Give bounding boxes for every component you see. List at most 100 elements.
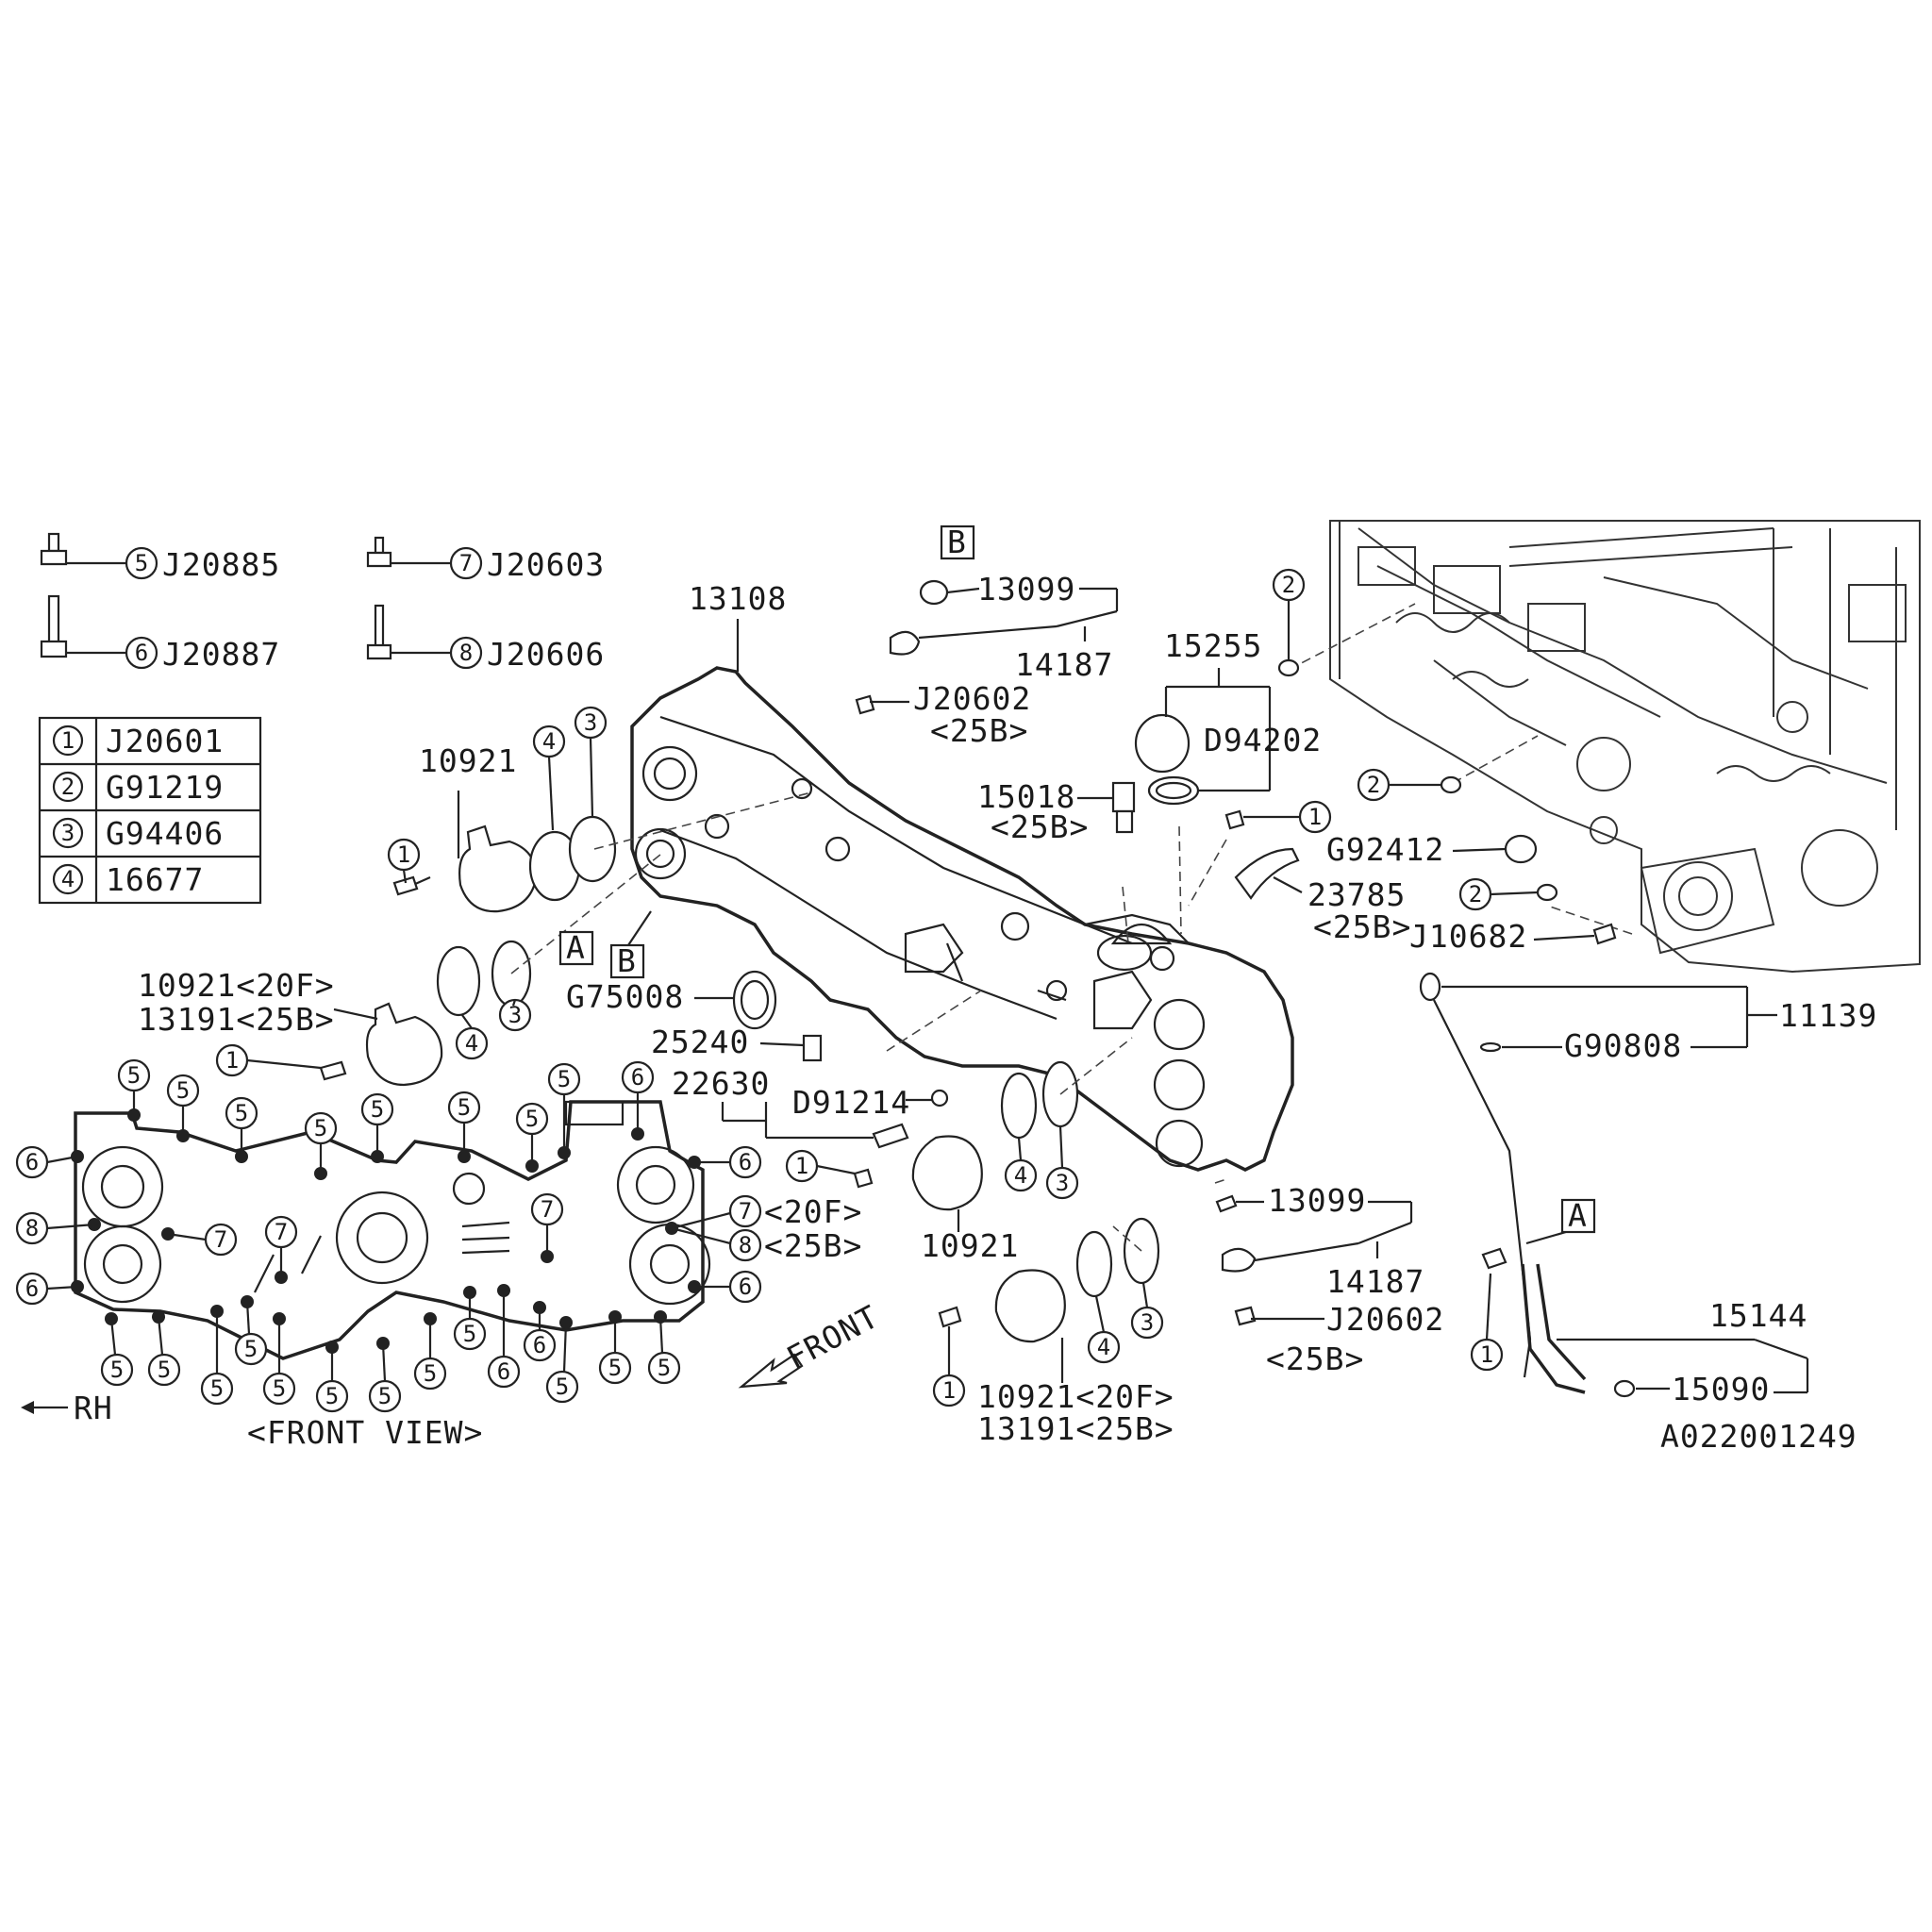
plug-15018 [1111,781,1136,834]
callout-num: 2 [1469,881,1482,908]
label-g90808: G90808 [1564,1027,1682,1064]
label-j20602-bottom: J20602 [1326,1301,1444,1338]
label-13108: 13108 [689,580,787,617]
label-d94202: D94202 [1204,722,1322,758]
seal-g75008 [732,970,777,1030]
callout-num: 1 [397,841,410,868]
callout-num: 5 [127,1062,141,1089]
callout-num: 5 [658,1355,671,1381]
callout-num: 5 [525,1106,539,1132]
callout-num: 5 [273,1375,286,1402]
label-g92412: G92412 [1326,831,1444,868]
front-arrow-label: FRONT [780,1298,884,1376]
bolt-7-icon [366,536,451,568]
sensor-22630 [872,1089,949,1149]
callout-num: 5 [176,1077,190,1104]
callout-num: 3 [584,709,597,736]
callout-num: 5 [558,1066,571,1092]
callout-num: 5 [463,1321,476,1347]
bolt-key-num: 5 [135,550,148,576]
front-view-callouts: 5 5 5 5 5 5 5 5 6 6 8 6 7 7 7 6 7 <20F> … [15,1058,862,1413]
legend-num: 4 [61,866,75,892]
label-25b-top: <25B> [930,712,1028,749]
label-10921-mid: 10921 [921,1227,1019,1264]
label-15018: 15018 [977,778,1075,815]
callout-labels: 13108 B 13099 14187 J20602 <25B> 10921 4… [138,524,1876,1447]
legend-num: 1 [61,727,75,754]
callout-num: 5 [110,1357,124,1383]
bolt-key-part: J20887 [162,636,280,673]
box-a-mid: A [566,929,586,966]
gasket-13099-bottom [1215,1194,1257,1326]
callout-num: 4 [542,728,556,755]
label-13099-top: 13099 [977,571,1075,608]
callout-num: 5 [458,1094,471,1121]
callout-num: 6 [739,1274,752,1300]
callout-num: 4 [1014,1162,1027,1189]
label-j10682: J10682 [1409,918,1527,955]
legend-num: 2 [61,774,75,800]
label-25b-15018: <25B> [991,808,1089,845]
callout-num: 7 [214,1226,227,1253]
legend-table: 1 2 3 4 J20601 G91219 G94406 16677 [38,716,262,905]
callout-num: 5 [424,1360,437,1387]
bolt-key-num: 7 [459,550,473,576]
callout-num: 5 [244,1336,258,1362]
label-13099-bottom: 13099 [1268,1182,1366,1219]
callout-num: 5 [210,1375,224,1402]
dipstick-11139 [1419,972,1532,1378]
label-25b-23785: <25B> [1313,908,1411,945]
callout-num: 8 [25,1215,39,1241]
callout-num: 1 [1480,1341,1493,1368]
callout-num: 6 [497,1358,510,1385]
label-14187-top: 14187 [1015,646,1113,683]
callout-num: 7 [541,1196,554,1223]
callout-num: 6 [739,1149,752,1175]
box-b-top: B [947,524,967,560]
upper-solenoid-assembly [392,791,617,913]
lower-solenoid-assembly [319,940,532,1087]
callout-7-variant: <20F> [764,1193,862,1230]
gasket-g92412 [1504,834,1538,864]
label-g75008: G75008 [566,978,684,1015]
callout-num: 6 [533,1332,546,1358]
callout-num: 1 [795,1153,808,1179]
callout-num: 2 [1282,572,1295,598]
main-cover-assembly [630,666,1294,1172]
callout-num: 5 [158,1357,171,1383]
label-14187-bottom: 14187 [1326,1263,1424,1300]
bolt-key-num: 8 [459,640,473,666]
box-b-mid: B [617,942,637,979]
legend-part: G91219 [106,769,224,806]
assembly-guides [510,603,1633,1252]
callout-8-variant: <25B> [764,1227,862,1264]
label-10921-upper: 10921 [419,742,517,779]
middle-solenoid-assembly [911,1060,1079,1211]
guide-tube-15144 [1481,1247,1636,1398]
box-a-right: A [1568,1197,1588,1234]
callout-num: 5 [378,1383,391,1409]
callout-num: 7 [275,1219,288,1245]
callout-num: 5 [314,1115,327,1141]
bolt-key-part: J20606 [487,636,605,673]
bolt-key-num: 6 [135,640,148,666]
front-arrow: FRONT [738,1298,885,1389]
label-13191-25b-bottom: 13191<25B> [977,1410,1174,1447]
callout-num: 6 [25,1149,39,1175]
plug-j10682 [1592,923,1617,945]
oil-filler-cap [1134,713,1200,806]
callout-num: 5 [371,1096,384,1123]
label-j20602-top: J20602 [913,680,1031,717]
callout-num: 3 [508,1002,522,1028]
label-10921-20f-bottom: 10921<20F> [977,1378,1174,1415]
label-25240: 25240 [651,1024,749,1060]
legend-num: 3 [61,820,75,846]
callout-num: 6 [25,1275,39,1302]
callout-num: 2 [1367,772,1380,798]
diagram-id: A022001249 [1660,1418,1857,1455]
callout-num: 1 [225,1047,239,1074]
front-view-label: <FRONT VIEW> [247,1414,483,1451]
bolt-8-icon [366,604,451,660]
bolt-5-icon [40,532,126,566]
